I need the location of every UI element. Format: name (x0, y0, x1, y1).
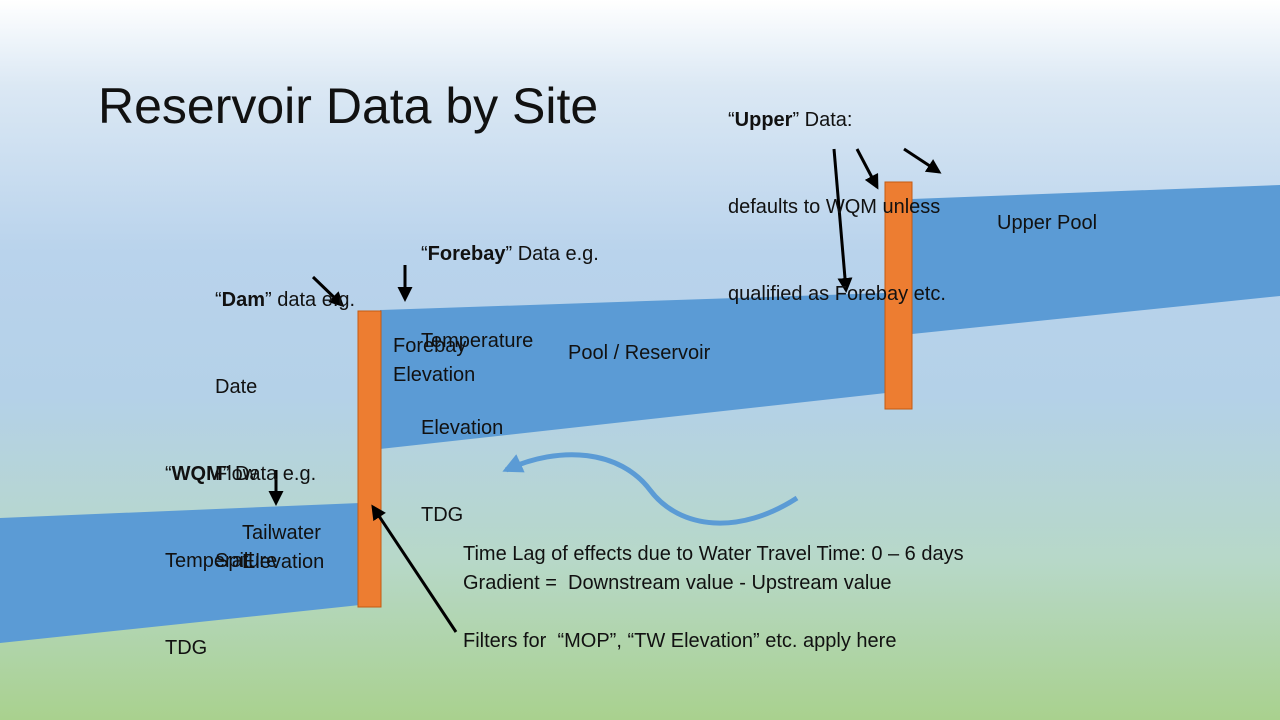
dam-arrow (311, 275, 345, 308)
forebay-note-item: Elevation (421, 417, 504, 439)
dam-note-item: Flow (215, 463, 258, 485)
reservoir-pool-body (380, 293, 886, 449)
forebay-note: “Forebay” Data e.g. Temperature Elevatio… (421, 182, 599, 559)
forebay-note-item: Temperature (421, 330, 534, 352)
forebay-note-heading: “Forebay” Data e.g. (421, 243, 599, 265)
dam-note-item: Spill (215, 550, 253, 572)
upper-note-line: defaults to WQM unless (728, 196, 941, 218)
tailwater-elevation-line: Tailwater (242, 522, 321, 544)
gradient-note: Gradient = Downstream value - Upstream v… (463, 572, 892, 594)
dam-note: “Dam” data e.g. Date Flow Spill (215, 228, 355, 605)
wqm-note-heading: “WQM” Data e.g. (165, 463, 317, 485)
main-dam (357, 310, 382, 608)
upper-pool-label: Upper Pool (997, 212, 1098, 234)
upper-arrow-long (832, 148, 853, 293)
forebay-elevation-label: Forebay Elevation (393, 332, 475, 390)
upper-arrow-dam (855, 148, 879, 190)
tailwater-elevation-line: Elevation (242, 551, 325, 573)
filters-note: Filters for “MOP”, “TW Elevation” etc. a… (463, 630, 897, 652)
tailwater-body (0, 503, 360, 643)
pool-reservoir-label: Pool / Reservoir (568, 342, 711, 364)
upper-note-line: qualified as Forebay etc. (728, 283, 946, 305)
upper-pool-body (912, 185, 1280, 334)
wqm-note: “WQM” Data e.g. Temperature TDG (165, 402, 316, 692)
forebay-note-item: TDG (421, 504, 464, 526)
tailwater-elevation-label: Tailwater Elevation (242, 519, 324, 577)
upper-dam (884, 181, 913, 410)
wqm-note-item: TDG (165, 637, 208, 659)
page-title: Reservoir Data by Site (98, 78, 599, 134)
dam-note-item: Date (215, 376, 258, 398)
flow-direction-arrow (502, 452, 799, 526)
time-lag-note: Time Lag of effects due to Water Travel … (463, 543, 964, 565)
dam-note-heading: “Dam” data e.g. (215, 289, 356, 311)
upper-note: “Upper” Data: defaults to WQM unless qua… (728, 48, 946, 338)
filters-arrow (371, 504, 458, 633)
wqm-note-item: Temperature (165, 550, 278, 572)
forebay-elevation-line: Elevation (393, 364, 476, 386)
upper-arrow-pool (903, 147, 942, 174)
upper-note-heading: “Upper” Data: (728, 109, 853, 131)
forebay-elevation-line: Forebay (393, 335, 467, 357)
